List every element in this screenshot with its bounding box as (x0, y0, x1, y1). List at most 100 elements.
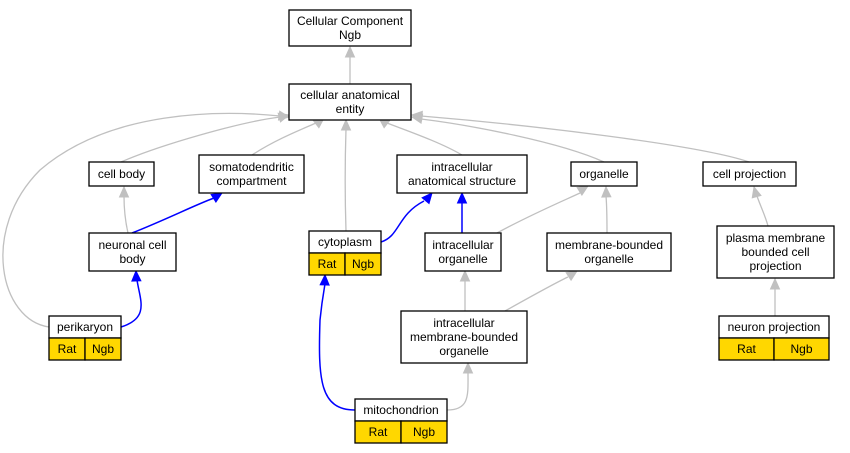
tag-label: Rat (737, 342, 756, 356)
species-tag: Ngb (344, 252, 382, 276)
edge-cytoplasm-to-cae (340, 118, 352, 232)
edge-intorg-to-organelle (496, 185, 590, 234)
node-label-line: intracellular (432, 238, 493, 252)
node-label-line: projection (749, 259, 801, 273)
edge-mito-to-cytoplasm (318, 273, 356, 411)
species-tag: Rat (48, 337, 86, 361)
node-label-line: cellular anatomical (300, 88, 399, 102)
node-box (716, 225, 835, 279)
node-label-line: perikaryon (57, 320, 113, 334)
arrowhead (462, 361, 474, 374)
arrowhead (565, 270, 579, 282)
node-label-line: somatodendritic (209, 160, 294, 174)
edge-cae-to-root (344, 45, 356, 84)
species-tag: Ngb (84, 337, 122, 361)
arrowhead (340, 118, 352, 131)
node-label-line: intracellular (433, 316, 494, 330)
node-box (570, 161, 638, 187)
arrowhead (456, 191, 468, 204)
node-cellproj[interactable]: cell projection (702, 161, 797, 187)
tag-label: Rat (369, 425, 388, 439)
node-box (288, 9, 412, 47)
node-box (702, 161, 797, 187)
edge-imbo-to-mbo (504, 270, 579, 312)
species-tag: Ngb (773, 337, 830, 361)
node-box (400, 310, 528, 364)
arrowhead (319, 273, 330, 286)
node-label-line: cell projection (713, 167, 786, 181)
edge-perikaryon-to-cae (2, 110, 291, 328)
node-label-line: cytoplasm (318, 235, 372, 249)
node-label-line: membrane-bounded (410, 330, 518, 344)
node-label-line: body (119, 252, 145, 266)
node-box (88, 232, 177, 272)
tag-box (84, 337, 122, 361)
node-label-line: bounded cell (741, 245, 809, 259)
node-label-line: organelle (438, 252, 488, 266)
node-box (88, 161, 155, 187)
node-label-line: compartment (216, 174, 287, 188)
arrowhead (131, 269, 142, 282)
node-label-line: neuron projection (728, 320, 821, 334)
tag-label: Ngb (413, 425, 435, 439)
tag-box (773, 337, 830, 361)
tag-label: Rat (318, 257, 337, 271)
edge-perikaryon-to-ncb (120, 269, 142, 328)
tag-box (400, 420, 448, 444)
tag-box (344, 252, 382, 276)
node-label-line: Cellular Component (297, 14, 404, 28)
node-box (396, 154, 528, 194)
node-organelle[interactable]: organelle (570, 161, 638, 187)
arrowhead (459, 269, 471, 282)
node-box (424, 232, 502, 272)
node-label-line: plasma membrane (726, 231, 826, 245)
node-label-line: anatomical structure (408, 174, 516, 188)
edge-cellproj-to-cae (410, 110, 750, 163)
species-tag: Rat (354, 420, 402, 444)
node-label-line: neuronal cell (98, 238, 166, 252)
tag-label: Ngb (92, 342, 114, 356)
edge-ncb-to-somato (131, 192, 224, 234)
arrowhead (421, 192, 433, 205)
node-cellbody[interactable]: cell body (88, 161, 155, 187)
edge-cytoplasm-to-ias (380, 192, 433, 243)
edge-pmbcp-to-cellproj (751, 185, 769, 227)
arrowhead (751, 185, 762, 199)
arrowhead (601, 185, 612, 198)
tag-label: Rat (58, 342, 77, 356)
edge-mbo-to-organelle (601, 185, 612, 234)
edge-intorg-to-ias (456, 191, 468, 233)
node-box (288, 83, 412, 121)
arrowhead (344, 45, 356, 58)
node-label-line: intracellular (431, 160, 492, 174)
node-box (198, 154, 305, 194)
species-tag: Rat (718, 337, 775, 361)
arrowhead (769, 277, 781, 290)
arrowhead (210, 192, 224, 204)
node-label-line: entity (336, 102, 365, 116)
edge-neuronproj-to-pmbcp (769, 277, 781, 316)
arrowhead (576, 185, 590, 197)
edge-imbo-to-intorg (459, 269, 471, 311)
edge-somato-to-cae (251, 117, 325, 156)
arrowhead (277, 110, 291, 121)
arrowhead (118, 185, 130, 198)
edge-ncb-to-cellbody (118, 185, 130, 234)
arrowhead (410, 110, 423, 122)
species-tag: Ngb (400, 420, 448, 444)
